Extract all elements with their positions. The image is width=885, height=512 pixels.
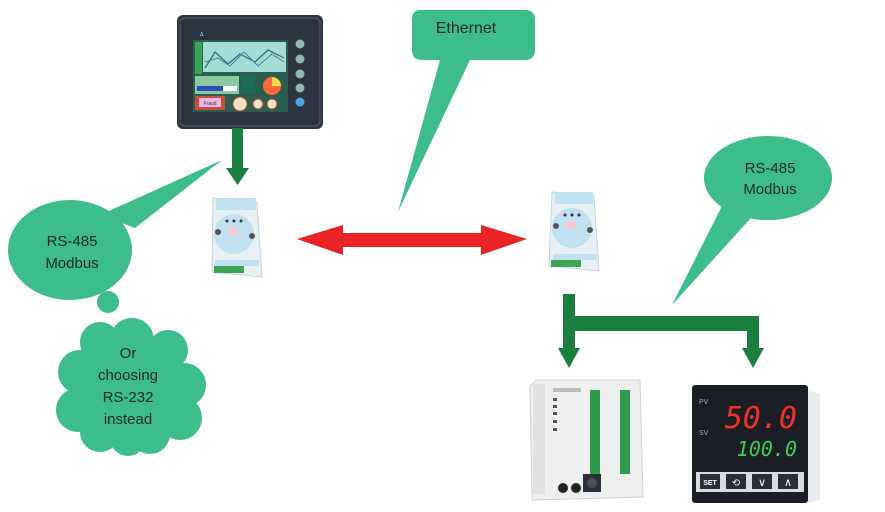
cycle-button: ⟲ <box>732 478 741 489</box>
rs485-right-callout: RS-485 Modbus <box>672 136 832 305</box>
up-button: ∧ <box>784 476 792 489</box>
rs232-line1: Or <box>120 345 137 362</box>
pv-label: PV <box>699 399 709 406</box>
pv-display: 50.0 <box>725 401 797 436</box>
arrow-to-temp-controller <box>742 348 764 368</box>
rs232-cloud-callout: Or choosing RS-232 instead <box>56 291 206 456</box>
rs485-right-line2: Modbus <box>743 181 796 198</box>
arrow-to-plc <box>558 348 580 368</box>
hmi-screen-button: Fraud <box>203 101 216 107</box>
rs485-left-line2: Modbus <box>45 255 98 272</box>
rs232-line3: RS-232 <box>103 389 154 406</box>
down-button: ∨ <box>758 476 766 489</box>
set-button: SET <box>703 480 717 487</box>
ethernet-double-arrow <box>297 225 527 255</box>
ethernet-callout: Ethernet <box>398 10 535 212</box>
temperature-controller: PV SV 50.0 100.0 SET ⟲ ∨ ∧ <box>692 385 820 503</box>
hmi-panel: Δ Fraud <box>177 15 323 129</box>
svg-text:Δ: Δ <box>200 32 204 38</box>
sv-label: SV <box>699 430 709 437</box>
ethernet-label: Ethernet <box>436 20 497 37</box>
rs485-left-line1: RS-485 <box>47 233 98 250</box>
hmi-to-converter-arrow <box>226 128 249 185</box>
rs485-right-line1: RS-485 <box>745 160 796 177</box>
plc-device <box>529 379 644 501</box>
rs485-left-callout: RS-485 Modbus <box>8 160 222 300</box>
rs232-line2: choosing <box>98 367 158 384</box>
sv-display: 100.0 <box>737 437 797 461</box>
rs485-bus-arrows <box>558 294 764 368</box>
rs232-line4: instead <box>104 411 152 428</box>
converter-right <box>548 191 600 272</box>
converter-left <box>211 197 263 278</box>
